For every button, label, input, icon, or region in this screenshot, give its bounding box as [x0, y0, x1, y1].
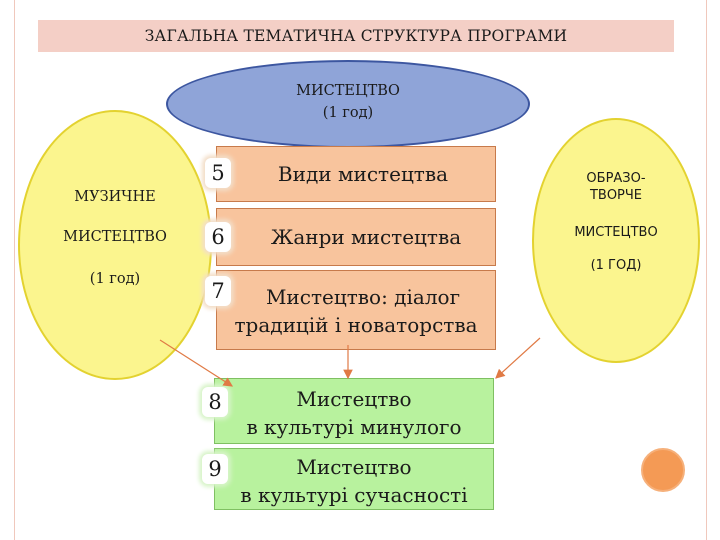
topic-5-text: Види мистецтва [277, 162, 449, 186]
topic-number-5: 5 [205, 158, 231, 188]
visual-art-label-1: ОБРАЗО- [586, 170, 646, 186]
art-ellipse: МИСТЕЦТВО (1 год) [166, 60, 530, 148]
page-margin-line-right [706, 0, 707, 540]
topic-number-9: 9 [202, 454, 228, 484]
topic-number-6: 6 [205, 222, 231, 252]
music-art-label-2: МИСТЕЦТВО [63, 229, 167, 245]
page-title: ЗАГАЛЬНА ТЕМАТИЧНА СТРУКТУРА ПРОГРАМИ [38, 20, 674, 52]
music-art-hours: (1 год) [89, 271, 141, 287]
visual-art-label-3: МИСТЕЦТВО [574, 224, 658, 240]
visual-art-ellipse: ОБРАЗО- ТВОРЧЕ МИСТЕЦТВО (1 ГОД) [532, 118, 700, 363]
topic-9-text-1: Мистецтво [296, 455, 412, 479]
topic-number-7: 7 [205, 276, 231, 306]
topic-7-text-1: Мистецтво: діалог [265, 285, 461, 309]
decorative-orange-circle [641, 448, 685, 492]
topic-box-9: Мистецтво в культурі сучасності [214, 448, 494, 510]
topic-6-text: Жанри мистецтва [270, 225, 462, 249]
topic-8-text-1: Мистецтво [296, 387, 412, 411]
topic-8-text-2: в культурі минулого [246, 415, 462, 439]
art-ellipse-label: МИСТЕЦТВО [296, 83, 400, 99]
topic-box-8: Мистецтво в культурі минулого [214, 378, 494, 444]
music-art-label-1: МУЗИЧНЕ [74, 189, 156, 205]
topic-7-text-2: традицій і новаторства [234, 313, 478, 337]
topic-9-text-2: в культурі сучасності [240, 483, 468, 507]
topic-number-8: 8 [202, 387, 228, 417]
visual-art-hours: (1 ГОД) [590, 257, 642, 273]
art-ellipse-hours: (1 год) [322, 105, 374, 121]
topic-box-6: Жанри мистецтва [216, 208, 496, 266]
topic-box-7: Мистецтво: діалог традицій і новаторства [216, 270, 496, 350]
topic-box-5: Види мистецтва [216, 146, 496, 202]
page-margin-line-left [14, 0, 15, 540]
arrow-right-to-box8 [495, 337, 541, 379]
music-art-ellipse: МУЗИЧНЕ МИСТЕЦТВО (1 год) [18, 110, 212, 380]
visual-art-label-2: ТВОРЧЕ [589, 187, 643, 203]
